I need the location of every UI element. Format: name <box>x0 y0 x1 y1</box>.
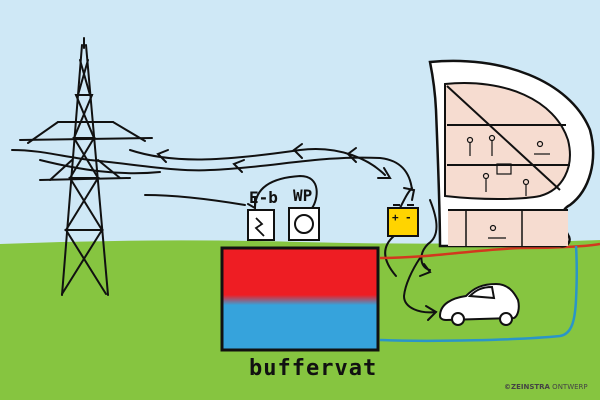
power-pylon-icon <box>19 37 153 296</box>
electric-car-icon <box>438 282 520 326</box>
electric-boiler-icon <box>247 209 275 241</box>
heat-pipe <box>379 242 600 260</box>
buffer-tank-label: buffervat <box>249 356 378 381</box>
arrow-heads <box>156 143 438 321</box>
battery-minus-label: - <box>405 211 412 224</box>
eboiler-label: E-b <box>249 188 278 207</box>
buffer-tank <box>220 246 380 352</box>
battery-icon: + - <box>387 204 419 237</box>
heat-pump-icon <box>288 207 320 241</box>
power-cables <box>11 148 438 314</box>
water-pipe <box>379 245 578 343</box>
heatpump-label: WP <box>293 186 313 205</box>
battery-plus-label: + <box>392 211 399 224</box>
credit-suffix: ONTWERP <box>549 383 588 391</box>
credit-line: ©ZEINSTRA ONTWERP <box>504 383 588 391</box>
credit-brand: ©ZEINSTRA <box>504 383 550 391</box>
leaf-building <box>428 59 595 248</box>
